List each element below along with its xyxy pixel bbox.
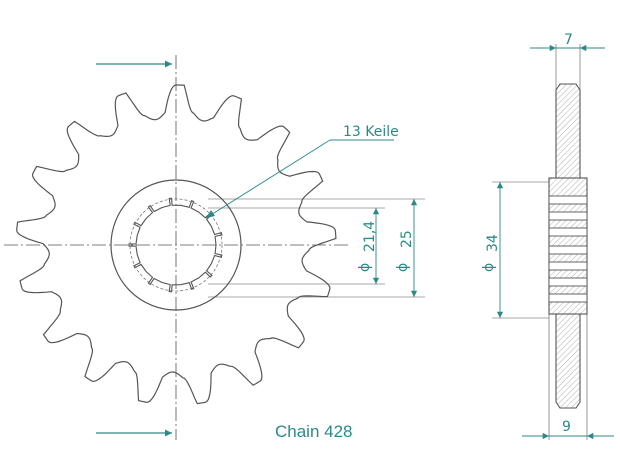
diameter-symbol-21-4: ϕ (357, 263, 373, 272)
diameter-value-25: 25 (399, 230, 415, 248)
spline-bore-outline (128, 197, 223, 293)
diameter-dimensions-front: ϕ 21,4 ϕ 25 (208, 198, 425, 298)
width-top-value: 7 (564, 32, 573, 48)
width-bottom-value: 9 (562, 419, 571, 435)
sprocket-front-view (4, 55, 350, 440)
teeth-callout: 13 Keile (205, 124, 399, 219)
diameter-value-21-4: 21,4 (362, 221, 378, 252)
side-spline-grooves (548, 195, 588, 303)
spline-groove (548, 195, 588, 205)
side-lower-tooth (555, 313, 581, 409)
spline-groove (548, 261, 588, 271)
sprocket-side-view: 7 9 ϕ 34 (481, 32, 614, 440)
spline-groove (548, 277, 588, 287)
teeth-count-label: 13 Keile (343, 124, 399, 140)
diameter-value-34: 34 (485, 234, 501, 252)
diameter-symbol-34: ϕ (481, 263, 497, 272)
diameter-symbol-25: ϕ (395, 263, 411, 272)
spline-groove (548, 245, 588, 255)
chain-label: Chain 428 (275, 422, 353, 441)
spline-groove (548, 227, 588, 237)
side-upper-tooth (555, 83, 581, 179)
spline-groove (548, 211, 588, 221)
spline-groove (548, 293, 588, 303)
